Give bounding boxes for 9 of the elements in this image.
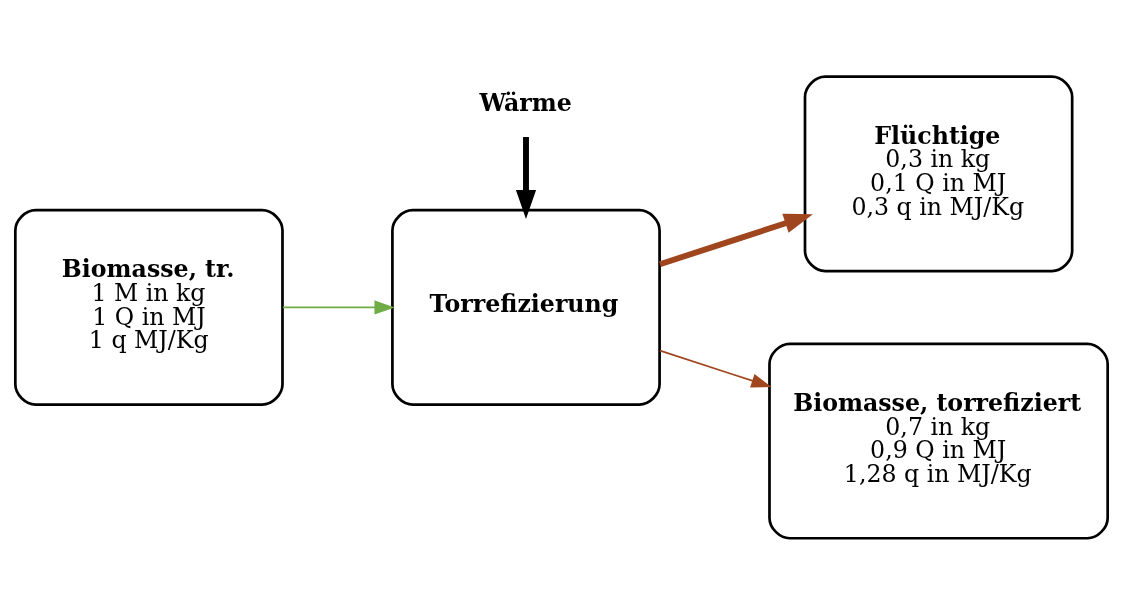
node-box: Flüchtige 0,3 in kg 0,1 Q in MJ 0,3 q in MJ/Kg	[803, 74, 1074, 272]
node-text: Wärme	[479, 88, 572, 117]
node-box: Biomasse, torrefiziert 0,7 in kg 0,9 Q in MJ 1,28 q in MJ/Kg	[768, 341, 1110, 540]
node-box: Biomasse, tr. 1 M in kg 1 Q in MJ 1 q MJ/Kg	[13, 208, 284, 406]
arrow	[282, 299, 395, 315]
node-box: Torrefizierung	[391, 208, 661, 406]
arrow	[515, 136, 537, 219]
arrow	[659, 213, 813, 267]
arrow	[659, 349, 772, 387]
